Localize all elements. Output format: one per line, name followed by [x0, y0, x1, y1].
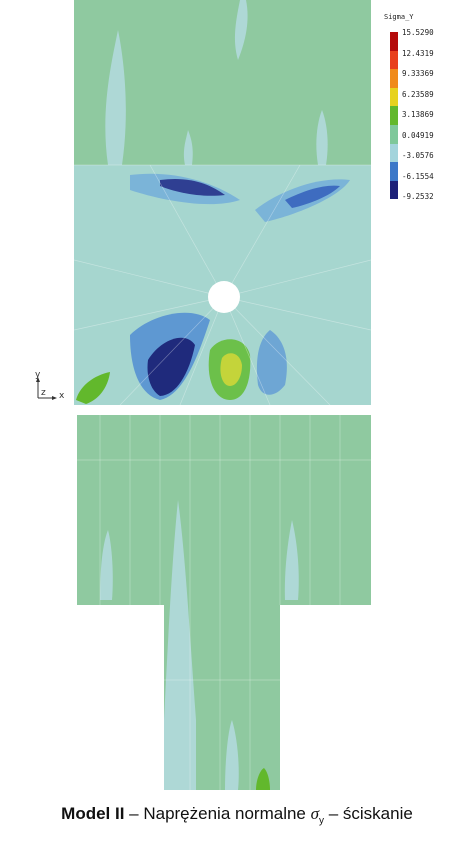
- upper-plume-2: [234, 0, 248, 60]
- legend-color-swatch: [390, 50, 398, 70]
- legend-value-label: 15.5290: [402, 28, 434, 37]
- legend-color-swatch: [390, 32, 398, 51]
- legend-color-swatch: [390, 69, 398, 88]
- upper-plume-4: [183, 130, 193, 165]
- axis-z-label: z: [41, 388, 46, 398]
- lower-plume-2: [284, 520, 299, 600]
- axis-y-label: y: [35, 370, 41, 380]
- legend-value-label: 3.13869: [402, 110, 434, 119]
- legend-value-label: -9.2532: [402, 192, 434, 201]
- mesh-lines-lower: [77, 415, 371, 790]
- legend-color-swatch: [390, 124, 398, 144]
- lower-plate: [77, 415, 371, 605]
- legend-value-label: -3.0576: [402, 151, 434, 160]
- legend-color-swatch: [390, 87, 398, 107]
- stress-zone-corner: [76, 372, 110, 404]
- legend-color-swatch: [390, 162, 398, 181]
- legend-value-label: 6.23589: [402, 89, 434, 99]
- stress-band-upper-left-dark: [160, 178, 225, 196]
- legend-value-label: 0.04919: [402, 130, 434, 140]
- legend-value-label: 9.33369: [402, 69, 434, 78]
- mesh-lines: [73, 164, 372, 406]
- center-hole: [208, 281, 240, 313]
- caption-subscript: y: [319, 815, 324, 827]
- stress-zone-compression-core: [220, 353, 242, 386]
- caption-text-after: – ściskanie: [324, 804, 413, 823]
- figure-caption: Model II – Naprężenia normalne σy – ścis…: [0, 804, 474, 826]
- stress-band-upper-right-dark: [285, 185, 340, 208]
- lower-plume-4: [225, 720, 239, 790]
- upper-plume-3: [316, 110, 328, 165]
- axis-x-label: x: [59, 391, 65, 401]
- legend-color-swatch: [390, 143, 398, 163]
- caption-model-label: Model II: [61, 804, 125, 823]
- caption-text-before: – Naprężenia normalne: [124, 804, 311, 823]
- stress-band-lower-left-dark: [147, 337, 195, 396]
- lower-stress-spot: [256, 768, 270, 790]
- legend-color-bar: [390, 32, 398, 200]
- lower-plume-3: [100, 530, 113, 600]
- legend-color-swatch: [390, 106, 398, 125]
- lower-plume-1: [164, 500, 196, 790]
- stress-band-lower-right: [256, 330, 287, 395]
- upper-plume-1: [105, 30, 126, 165]
- axis-arrows: [36, 377, 57, 400]
- legend-value-label: 12.4319: [402, 48, 434, 58]
- legend-color-swatch: [390, 180, 398, 200]
- caption-symbol: σ: [310, 804, 319, 823]
- legend-value-label: -6.1554: [402, 171, 434, 181]
- legend-title: Sigma_Y: [384, 13, 414, 21]
